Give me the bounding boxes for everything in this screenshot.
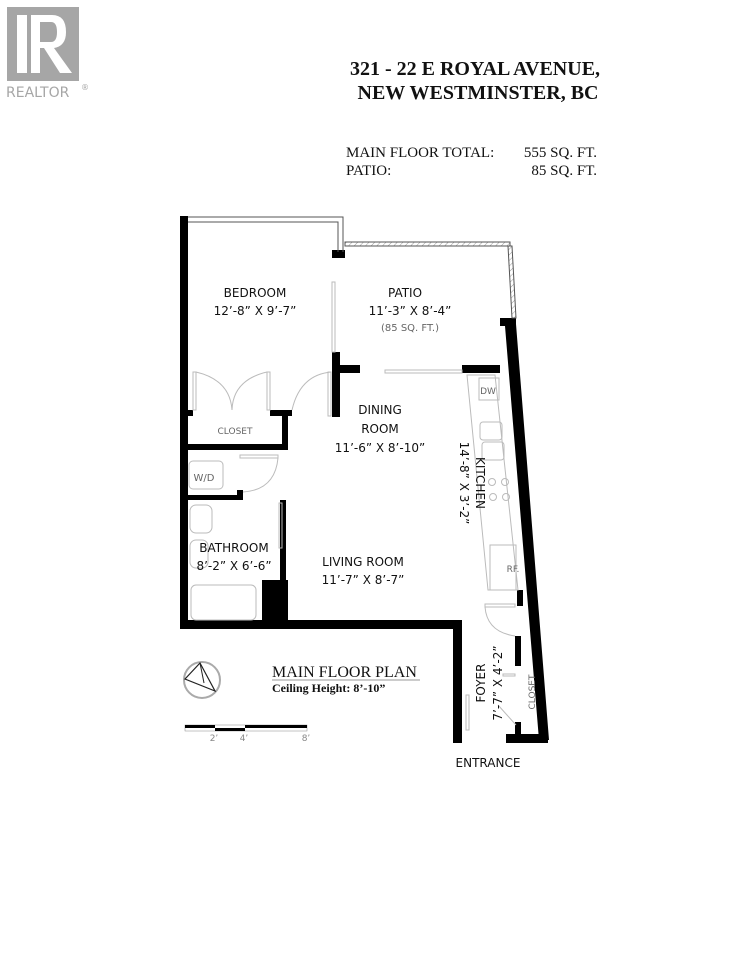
kitchen-dims: 14’-8” X 3’-2” bbox=[457, 442, 471, 525]
foyer-closet-label: CLOSET bbox=[528, 674, 538, 709]
dishwasher bbox=[478, 377, 500, 401]
foyer-name: FOYER bbox=[474, 664, 488, 703]
realtor-wordmark: REALTOR bbox=[6, 85, 70, 101]
dining-name-2: ROOM bbox=[361, 422, 399, 436]
toilet bbox=[189, 539, 209, 569]
entrance-label: ENTRANCE bbox=[456, 756, 521, 770]
patio-dims: 11’-3” X 8’-4” bbox=[369, 304, 452, 318]
sink bbox=[189, 504, 213, 534]
bedroom-closet-label: CLOSET bbox=[218, 427, 253, 437]
scale-label-2: 2’ bbox=[210, 734, 219, 744]
living-dims: 11’-7” X 8’-7” bbox=[322, 573, 405, 587]
ceiling-height: Ceiling Height: 8’-10” bbox=[272, 681, 385, 695]
dining-name-1: DINING bbox=[358, 403, 402, 417]
realtor-logo: REALTOR ® bbox=[6, 7, 89, 101]
bathroom-name: BATHROOM bbox=[199, 541, 268, 555]
fridge bbox=[489, 544, 517, 591]
fridge-label: RF. bbox=[507, 565, 520, 575]
bedroom-dims: 12’-8” X 9’-7” bbox=[214, 304, 297, 318]
walls bbox=[180, 216, 549, 743]
bedroom-name: BEDROOM bbox=[224, 286, 287, 300]
north-arrow-icon bbox=[183, 661, 221, 699]
living-name: LIVING ROOM bbox=[322, 555, 404, 569]
patio-name: PATIO bbox=[388, 286, 422, 300]
washer-dryer-label: W/D bbox=[194, 473, 215, 484]
dining-dims: 11’-6” X 8’-10” bbox=[335, 441, 425, 455]
kitchen-name: KITCHEN bbox=[473, 457, 487, 509]
scale-label-4: 4’ bbox=[240, 734, 249, 744]
sliding-door-bedroom bbox=[331, 281, 336, 353]
patio-area: (85 SQ. FT.) bbox=[381, 323, 439, 334]
main-floor-value: 555 SQ. FT. bbox=[524, 145, 597, 161]
address-line-2: NEW WESTMINSTER, BC bbox=[358, 82, 599, 104]
scale-bar: 2’ 4’ 8’ bbox=[184, 724, 311, 744]
bathtub bbox=[190, 584, 257, 621]
address-line-1: 321 - 22 E ROYAL AVENUE, bbox=[350, 58, 600, 80]
patio-railing bbox=[188, 216, 517, 319]
scale-label-8: 8’ bbox=[302, 734, 311, 744]
bathroom-dims: 8’-2” X 6’-6” bbox=[196, 559, 271, 573]
registered-mark: ® bbox=[81, 83, 89, 92]
sliding-door-patio bbox=[384, 369, 463, 374]
washer-dryer bbox=[188, 460, 224, 490]
main-floor-label: MAIN FLOOR TOTAL: bbox=[346, 145, 494, 161]
foyer-dims: 7’-7” X 4’-2” bbox=[491, 645, 505, 720]
fixtures bbox=[188, 281, 519, 731]
patio-area-value: 85 SQ. FT. bbox=[531, 163, 597, 179]
kitchen-counter bbox=[466, 374, 519, 591]
plan-title: MAIN FLOOR PLAN bbox=[272, 664, 417, 681]
dishwasher-label: DW bbox=[480, 387, 496, 397]
patio-area-label: PATIO: bbox=[346, 163, 391, 179]
room-labels: BEDROOM 12’-8” X 9’-7” PATIO 11’-3” X 8’… bbox=[194, 286, 538, 770]
